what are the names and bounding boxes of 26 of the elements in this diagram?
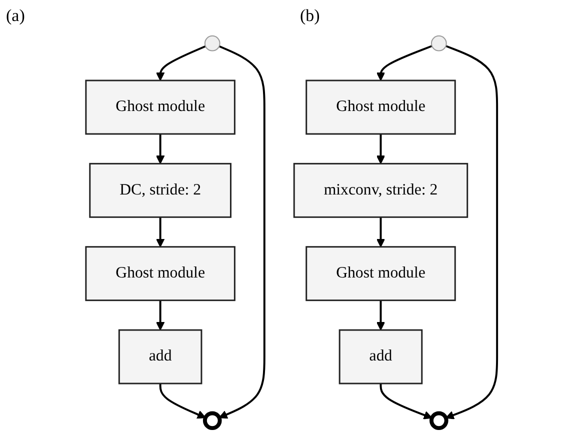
node-circle <box>430 35 447 52</box>
panel-label: (a) <box>6 6 25 26</box>
arrow <box>218 45 266 419</box>
node-box: mixconv, stride: 2 <box>293 162 468 218</box>
arrow <box>159 384 206 419</box>
arrow <box>156 134 165 164</box>
node-box: add <box>338 329 423 384</box>
node-box: Ghost module <box>85 80 236 135</box>
node-circle <box>430 411 448 430</box>
node-circle <box>204 35 220 52</box>
node-box: DC, stride: 2 <box>89 162 232 218</box>
arrow <box>376 134 386 164</box>
panel-label: (b) <box>300 6 320 26</box>
arrow <box>376 217 386 248</box>
node-box: add <box>118 329 202 384</box>
arrow <box>156 300 165 330</box>
node-box: Ghost module <box>85 246 236 302</box>
arrow <box>156 45 206 81</box>
arrow <box>156 217 165 248</box>
arrow <box>376 45 432 81</box>
arrow <box>445 45 498 420</box>
node-box: Ghost module <box>306 80 456 135</box>
arrow <box>376 300 386 330</box>
node-box: Ghost module <box>306 246 456 302</box>
arrow <box>380 384 432 420</box>
node-circle <box>202 411 222 430</box>
